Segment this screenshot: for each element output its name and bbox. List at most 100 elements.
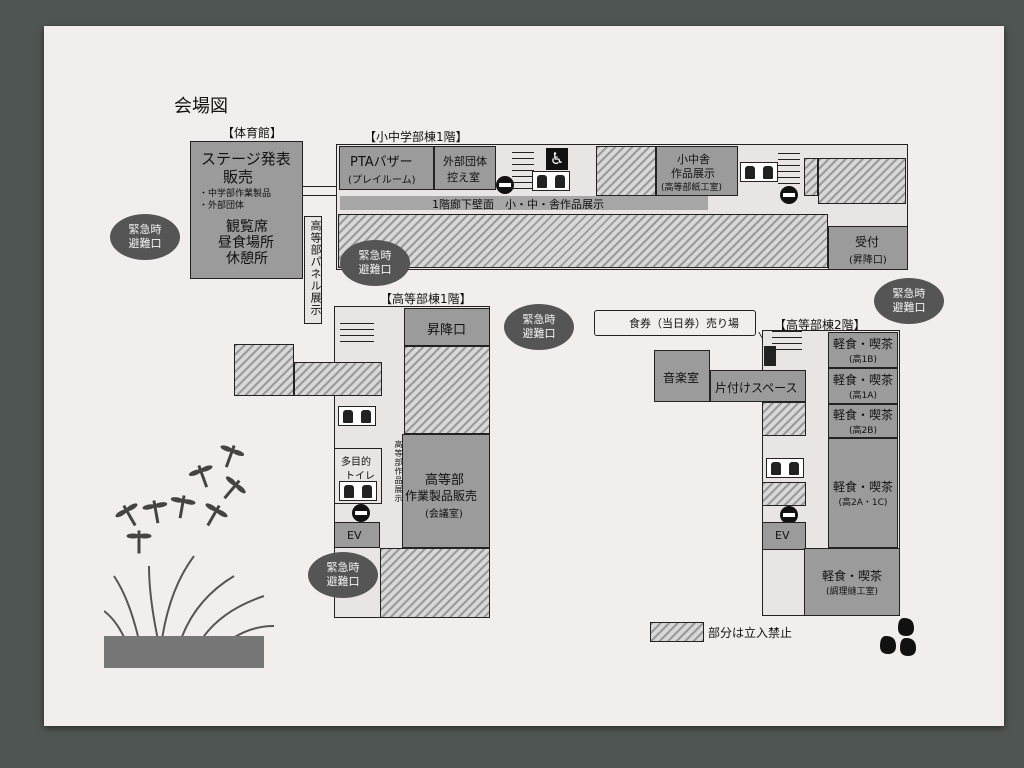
emergency-exit-bubble: 緊急時 避難口 [308,552,378,598]
hs1-entrance: 昇降口 [404,308,490,346]
outside-group-room: 外部団体 控え室 [434,146,496,190]
emergency-exit-line1: 緊急時 [892,287,926,300]
gym-rest-line2: 昼食場所 [218,235,274,251]
cafe-room-code: (高2A・1C) [838,498,888,508]
toilet-icon [740,162,778,182]
emergency-exit-line1: 緊急時 [326,561,360,574]
gym-rest-line1: 観覧席 [226,219,268,235]
ticket-booth-label: 食券（当日券）売り場 [629,317,739,330]
cafe-room: 軽食・喫茶 (高2B) [828,404,898,438]
legend-label: 部分は立入禁止 [708,626,793,640]
cafe-room-code: (調理縫工室) [825,587,879,597]
hs1-products-room: 高等部 作業製品販売 (会議室) [402,434,490,548]
hs2-ev-label: EV [775,529,790,542]
cafe-name: 軽食・喫茶 [832,337,893,351]
stairs-icon [772,330,802,350]
stairs-icon [340,318,374,342]
works-exhibit-room: 小中舎 作品展示 (高等部紙工室) [656,146,738,196]
autumn-decoration [104,445,275,668]
hs1-products-line2: 作業製品販売 [405,489,478,503]
hs2-label: 【高等部棟2階】 [774,318,866,332]
cafe-name: 軽食・喫茶 [832,480,893,494]
cafe-room: 軽食・喫茶 (調理縫工室) [804,548,900,616]
gym-label: 【体育館】 [222,126,283,140]
reception-line2: (昇降口) [849,255,887,266]
toilet-icon [766,458,804,478]
stairs-icon [512,147,534,189]
works-line2: 作品展示 [671,167,715,180]
cafe-room-code: (高1B) [849,355,877,365]
stairs-icon [778,152,800,184]
gym-rest-line3: 休憩所 [226,251,268,267]
no-entry-area [596,146,656,196]
multi-toilet-line2: トイレ [345,471,375,482]
cafe-room: 軽食・喫茶 (高1A) [828,368,898,404]
emergency-exit-line2: 避難口 [128,237,162,250]
no-entry-area [294,362,382,396]
multi-purpose-toilet: 多目的 トイレ [334,448,382,504]
toilet-icon [339,481,377,501]
hs1-label: 【高等部棟1階】 [380,292,472,306]
corridor-wall-exhibit: 1階廊下壁面 小・中・舎作品展示 [340,196,708,211]
gym-building: ステージ発表 販売 ・中学部作業製品 ・外部団体 観覧席 昼食場所 休憩所 [190,141,303,279]
no-entry-area [762,482,806,506]
outside-line2: 控え室 [447,171,480,184]
no-entry-icon [352,504,370,522]
booth-marker [764,346,776,366]
no-entry-area [804,158,818,196]
emergency-exit-bubble: 緊急時 避難口 [110,214,180,260]
cleanup-space: 片付けスペース [710,370,806,402]
map-sheet: 会場図 【体育館】 ステージ発表 販売 ・中学部作業製品 ・外部団体 観覧席 昼… [44,26,1004,726]
cafe-room: 軽食・喫茶 (高2A・1C) [828,438,898,548]
map-title: 会場図 [174,96,228,117]
cafe-name: 軽食・喫茶 [821,569,882,583]
gym-stage-line2: 販売 [223,168,254,186]
no-entry-icon [780,506,798,524]
hs1-products-line3: (会議室) [425,509,463,520]
emergency-exit-bubble: 緊急時 避難口 [504,304,574,350]
works-line3: (高等部紙工室) [661,183,723,193]
gym-connector [303,186,339,196]
hs1-products-line1: 高等部 [425,473,465,488]
jh-label: 【小中学部棟1階】 [364,130,468,144]
legend-hatch-swatch [650,622,704,642]
music-room-label: 音楽室 [663,371,700,385]
cafe-name: 軽食・喫茶 [832,373,893,387]
wheelchair-icon: ♿ [546,148,568,170]
no-entry-corridor [338,214,828,268]
emergency-exit-line1: 緊急時 [522,313,556,326]
works-line1: 小中舎 [677,153,710,166]
cafe-room-code: (高1A) [849,391,877,401]
hs2-elevator: EV [762,522,806,550]
emergency-exit-bubble: 緊急時 避難口 [874,278,944,324]
cafe-room: 軽食・喫茶 (高1B) [828,332,898,368]
hs1-ev-label: EV [347,529,362,542]
dragonfly-icon [115,445,246,554]
emergency-exit-line1: 緊急時 [128,223,162,236]
hs1-entrance-label: 昇降口 [427,323,467,338]
toilet-icon [338,406,376,426]
chestnut-icon [880,618,916,656]
grass-base [104,636,264,668]
no-entry-area [380,548,490,618]
pta-line1: PTAバザー [350,155,413,170]
emergency-exit-bubble: 緊急時 避難口 [340,240,410,286]
pta-bazaar-room: PTAバザー (プレイルーム) [339,146,434,190]
emergency-exit-line2: 避難口 [326,575,360,588]
gym-sale-item2: ・外部団体 [199,201,245,211]
hs1-side-exhibit: 高等部作品展示 [394,440,403,503]
panel-exhibit-label: 高等部パネル展示 [309,220,322,316]
ticket-booth-sign: 食券（当日券）売り場 [594,310,756,336]
ticket-booth-pointer [698,332,771,352]
hs1-elevator: EV [334,522,380,548]
no-entry-icon [496,176,514,194]
multi-toilet-line1: 多目的 [341,457,371,468]
cafe-room-code: (高2B) [849,426,877,436]
no-entry-area [404,346,490,434]
emergency-exit-line1: 緊急時 [358,249,392,262]
cleanup-space-label: 片付けスペース [715,381,798,395]
gym-sale-item1: ・中学部作業製品 [199,189,272,199]
reception-room: 受付 (昇降口) [828,226,908,270]
no-entry-area [234,344,294,396]
toilet-icon [532,171,570,191]
